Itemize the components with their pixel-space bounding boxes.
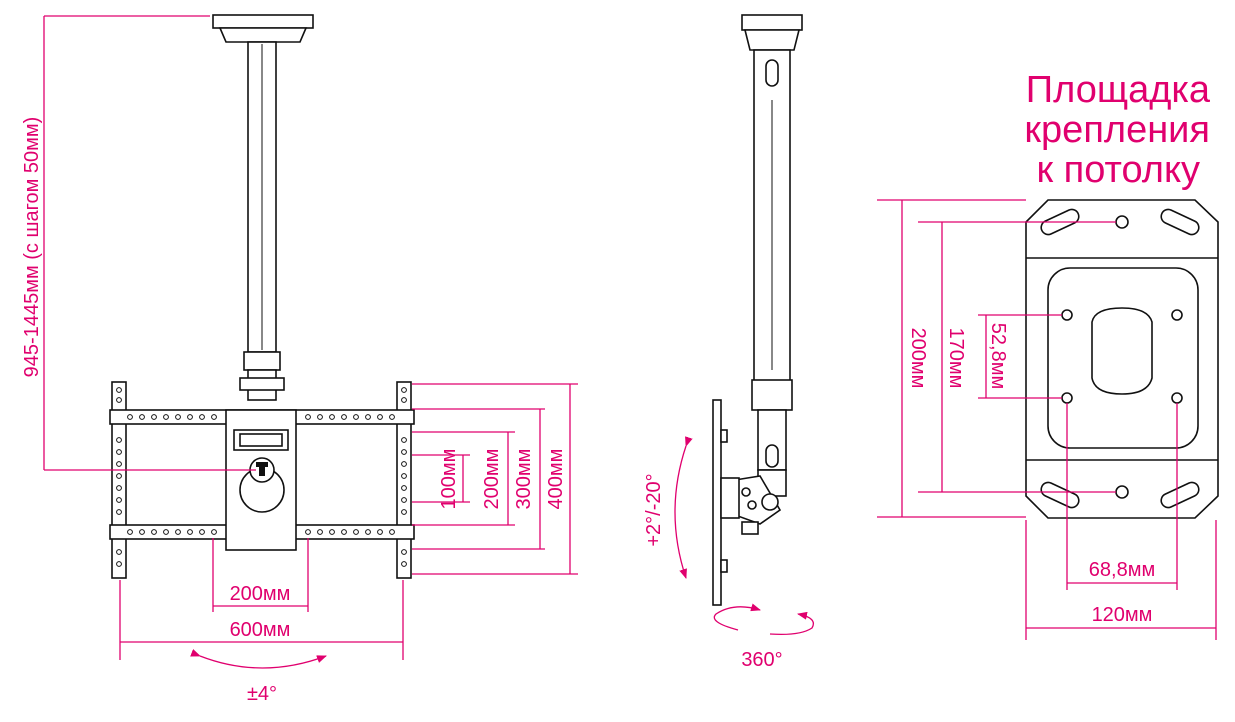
plate-height-200-dimension: 200мм (877, 199, 1026, 518)
front-view: 945-1445мм (с шагом 50мм) 400мм 300мм 20… (21, 14, 578, 705)
plate-width-120-label: 120мм (1092, 604, 1153, 626)
plate-width-120-dimension: 120мм (1025, 520, 1217, 640)
tilt-indicator: +2°/-20° (643, 436, 693, 579)
vesa-100-label: 100мм (438, 449, 460, 510)
plate-title-line3: к потолку (1036, 149, 1200, 191)
vesa-400-vertical-label: 400мм (545, 449, 567, 510)
front-telescopic-pole (239, 41, 285, 401)
plate-height-52-label: 52,8мм (987, 323, 1009, 389)
rotation-label: 360° (741, 649, 782, 671)
front-tv-bracket (109, 381, 415, 579)
plate-height-200-label: 200мм (907, 328, 929, 389)
vesa-vertical-dimensions: 400мм 300мм 200мм 100мм (412, 383, 578, 575)
plate-title-line2: крепления (1024, 109, 1210, 151)
ceiling-plate (1025, 199, 1219, 519)
side-tv-plate (712, 399, 740, 606)
front-ceiling-cap (212, 14, 314, 43)
vesa-200-horizontal-dimension: 200мм (212, 538, 309, 612)
side-strip-holes (116, 387, 407, 567)
plate-width-68-dimension: 68,8мм (1066, 403, 1178, 590)
swivel-label: ±4° (247, 683, 277, 705)
side-ceiling-cap (741, 14, 803, 51)
plate-height-52-dimension: 52,8мм (978, 314, 1062, 399)
height-range-label: 945-1445мм (с шагом 50мм) (21, 117, 43, 378)
rotation-indicator: 360° (713, 603, 815, 671)
width-600-label: 600мм (230, 619, 291, 641)
plate-width-68-label: 68,8мм (1089, 559, 1155, 581)
ceiling-plate-view: Площадка крепления к потолку (877, 69, 1219, 640)
tilt-label: +2°/-20° (643, 473, 665, 546)
height-range-dimension: 945-1445мм (с шагом 50мм) (21, 15, 256, 471)
plate-title-line1: Площадка (1026, 69, 1211, 111)
vesa-200-horizontal-label: 200мм (230, 583, 291, 605)
plate-height-170-dimension: 170мм (918, 221, 1116, 493)
plate-height-170-label: 170мм (945, 328, 967, 389)
vesa-200-vertical-label: 200мм (481, 449, 503, 510)
width-600-dimension: 600мм (119, 580, 404, 660)
side-tilt-head (734, 469, 787, 535)
bottom-rail-holes (127, 529, 395, 535)
side-pole (751, 49, 793, 471)
side-view: +2°/-20° 360° (643, 14, 815, 671)
top-rail-holes (127, 414, 395, 420)
swivel-indicator: ±4° (190, 649, 327, 705)
vesa-300-vertical-label: 300мм (513, 449, 535, 510)
